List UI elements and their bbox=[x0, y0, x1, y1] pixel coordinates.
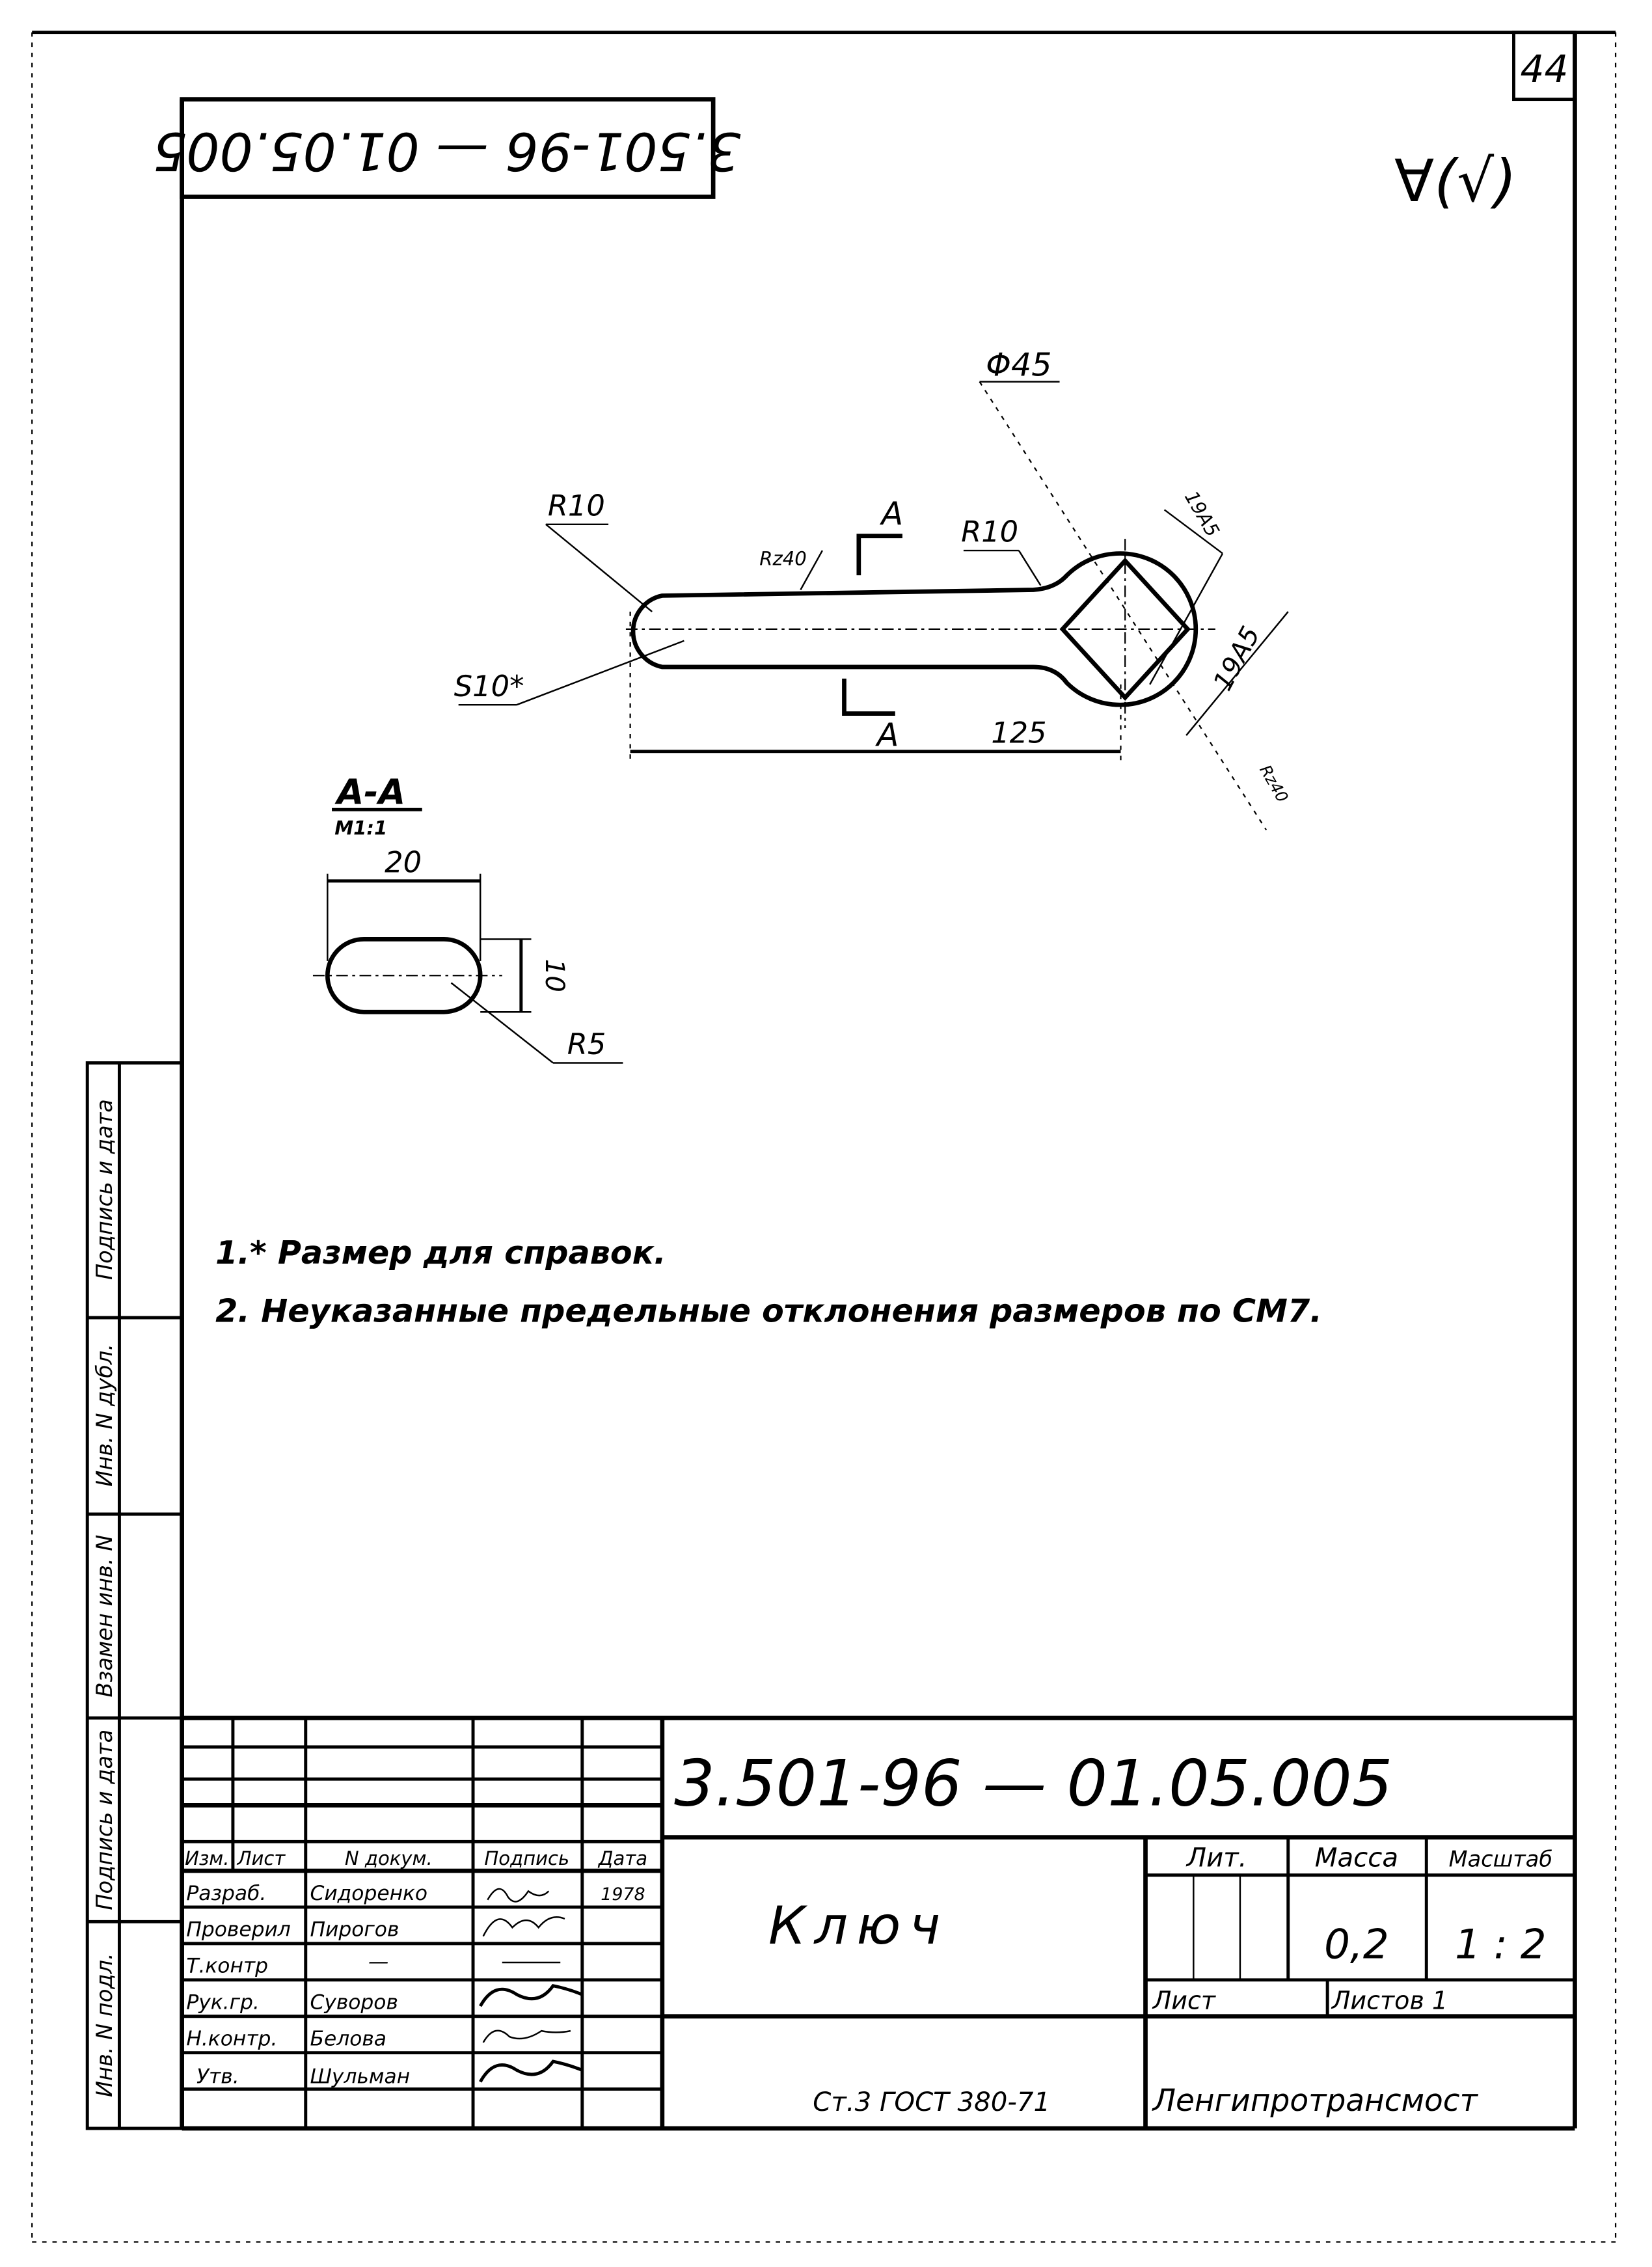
doc-code-stamp-box bbox=[180, 97, 716, 199]
section-mark-bottom: A bbox=[875, 716, 899, 753]
signature-row: Утв. Шульман bbox=[196, 2059, 583, 2089]
row-name: — bbox=[368, 1950, 388, 1974]
strip-sign-date-1: Подпись и дата bbox=[92, 1730, 117, 1910]
row-name: Белова bbox=[310, 2027, 386, 2050]
row-role: Проверил bbox=[186, 1918, 290, 1942]
dim-r10-left: R10 bbox=[548, 488, 605, 523]
dim-s10: S10* bbox=[454, 669, 524, 703]
part-name: Ключ bbox=[768, 1895, 949, 1956]
signature bbox=[479, 1984, 583, 2007]
roughness-symbol: ∀(√) bbox=[1394, 148, 1517, 215]
row-name: Пирогов bbox=[310, 1918, 399, 1942]
section-mark-top: A bbox=[879, 495, 903, 532]
section-view: A-A M1:1 20 10 R5 bbox=[312, 771, 623, 1064]
signature bbox=[482, 1916, 565, 1937]
dim-r10-right: R10 bbox=[961, 515, 1018, 549]
signature-row: Т.контр — bbox=[186, 1950, 561, 1978]
note-2: 2. Неуказанные предельные отклонения раз… bbox=[215, 1292, 1322, 1330]
strip-inv-dubl: Инв. N дубл. bbox=[92, 1344, 117, 1487]
scale-label: Масштаб bbox=[1449, 1846, 1552, 1871]
roughness-rz40: Rz40 bbox=[759, 547, 806, 569]
key-outline bbox=[630, 551, 1198, 707]
row-name: Суворов bbox=[310, 1991, 398, 2015]
signature-row: Проверил Пирогов bbox=[186, 1916, 565, 1942]
signature-row: Рук.гр. Суворов bbox=[186, 1984, 583, 2015]
organization: Ленгипротрансмост bbox=[1152, 2083, 1479, 2119]
doc-code-stamp: 3.501-96 — 01.05.005 bbox=[153, 120, 740, 182]
strip-sign-date-2: Подпись и дата bbox=[92, 1099, 117, 1280]
row-date: 1978 bbox=[601, 1884, 645, 1905]
material: Ст.3 ГОСТ 380-71 bbox=[813, 2087, 1050, 2117]
sheet-number: 44 bbox=[1520, 47, 1568, 91]
dim-19a5-top: 19A5 bbox=[1180, 487, 1224, 540]
row-role: Рук.гр. bbox=[186, 1991, 260, 2015]
hdr-date: Дата bbox=[597, 1847, 647, 1869]
note-1: 1.* Размер для справок. bbox=[215, 1234, 666, 1271]
dim-length: 125 bbox=[991, 715, 1046, 750]
roughness-fe: Rz40 bbox=[1256, 761, 1292, 806]
signature-row: Н.контр. Белова bbox=[186, 2027, 571, 2050]
dim-diameter: Φ45 bbox=[986, 346, 1051, 384]
strip-inv-podl: Инв. N подл. bbox=[92, 1953, 117, 2097]
lit-label: Лит. bbox=[1185, 1843, 1247, 1873]
hdr-list: Лист bbox=[237, 1847, 286, 1869]
section-title: A-A bbox=[334, 771, 405, 812]
dim-19a5-side: 19A5 bbox=[1208, 621, 1266, 696]
row-role: Н.контр. bbox=[186, 2027, 277, 2050]
mass-value: 0,2 bbox=[1324, 1920, 1389, 1968]
hdr-izm: Изм. bbox=[185, 1847, 229, 1869]
hdr-sign: Подпись bbox=[484, 1847, 569, 1869]
row-role: Разраб. bbox=[186, 1882, 266, 1905]
key-view: 125 Φ45 R10 R10 S10* Rz40 A A 19A5 19A5 … bbox=[454, 346, 1292, 831]
sheet-label: Лист bbox=[1152, 1987, 1217, 2015]
mass-label: Масса bbox=[1315, 1843, 1398, 1873]
signature bbox=[479, 2059, 583, 2083]
row-role: Т.контр bbox=[186, 1955, 268, 1978]
signature-row: Разраб. Сидоренко 1978 bbox=[186, 1882, 645, 1905]
row-role: Утв. bbox=[196, 2065, 239, 2089]
side-strip: Инв. N подл. Подпись и дата Взамен инв. … bbox=[85, 1061, 184, 2130]
signature bbox=[487, 1888, 550, 1903]
section-dim-height: 10 bbox=[539, 959, 569, 992]
section-scale: M1:1 bbox=[334, 817, 387, 839]
sheets-label: Листов 1 bbox=[1331, 1987, 1448, 2015]
section-dim-width: 20 bbox=[385, 845, 422, 879]
signature bbox=[482, 2029, 571, 2043]
strip-vzamen: Взамен инв. N bbox=[92, 1535, 117, 1698]
row-name: Шульман bbox=[310, 2065, 410, 2089]
hdr-doc: N докум. bbox=[345, 1847, 433, 1869]
row-name: Сидоренко bbox=[310, 1882, 427, 1905]
section-dim-radius: R5 bbox=[567, 1027, 606, 1061]
doc-code: 3.501-96 — 01.05.005 bbox=[674, 1746, 1392, 1821]
title-block: Изм. Лист N докум. Подпись Дата Разраб. … bbox=[182, 1715, 1575, 2128]
scale-value: 1 : 2 bbox=[1455, 1920, 1547, 1968]
